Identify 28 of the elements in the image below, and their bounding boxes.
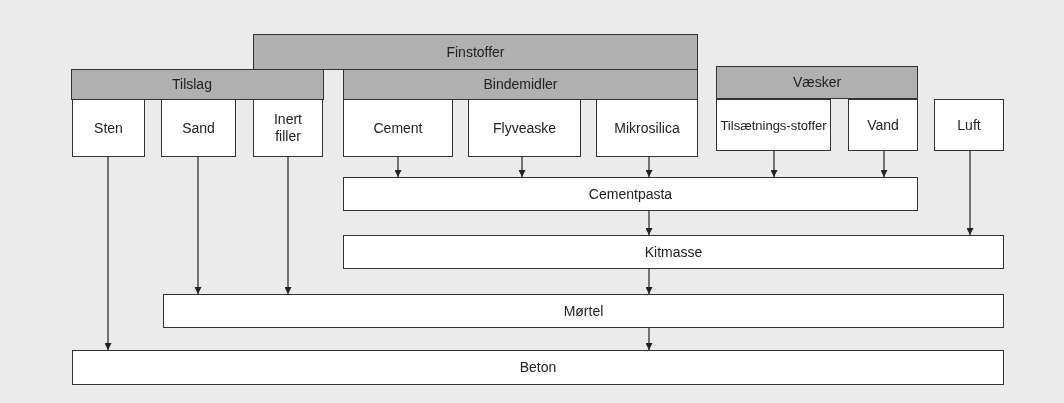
arrow (645, 156, 653, 178)
arrow (284, 156, 292, 295)
material-box: Luft (934, 99, 1004, 151)
material-box: Inert filler (253, 99, 323, 157)
arrow (645, 268, 653, 295)
arrow (645, 327, 653, 351)
arrow (518, 156, 526, 178)
arrow (645, 210, 653, 236)
arrow (394, 156, 402, 178)
material-box: Tilsætnings-stoffer (716, 99, 831, 151)
mixture-bar: Kitmasse (343, 235, 1004, 269)
arrow (770, 150, 778, 178)
material-box: Cement (343, 99, 453, 157)
arrow (104, 156, 112, 351)
group-band: Finstoffer (253, 34, 698, 70)
material-box: Sand (161, 99, 236, 157)
group-band: Væsker (716, 66, 918, 99)
material-box: Flyveaske (468, 99, 581, 157)
material-box: Mikrosilica (596, 99, 698, 157)
group-band: Tilslag (71, 69, 324, 100)
material-box: Vand (848, 99, 918, 151)
material-box: Sten (72, 99, 145, 157)
arrow (880, 150, 888, 178)
arrow (194, 156, 202, 295)
mixture-bar: Cementpasta (343, 177, 918, 211)
arrow (966, 150, 974, 236)
mixture-bar: Beton (72, 350, 1004, 385)
mixture-bar: Mørtel (163, 294, 1004, 328)
